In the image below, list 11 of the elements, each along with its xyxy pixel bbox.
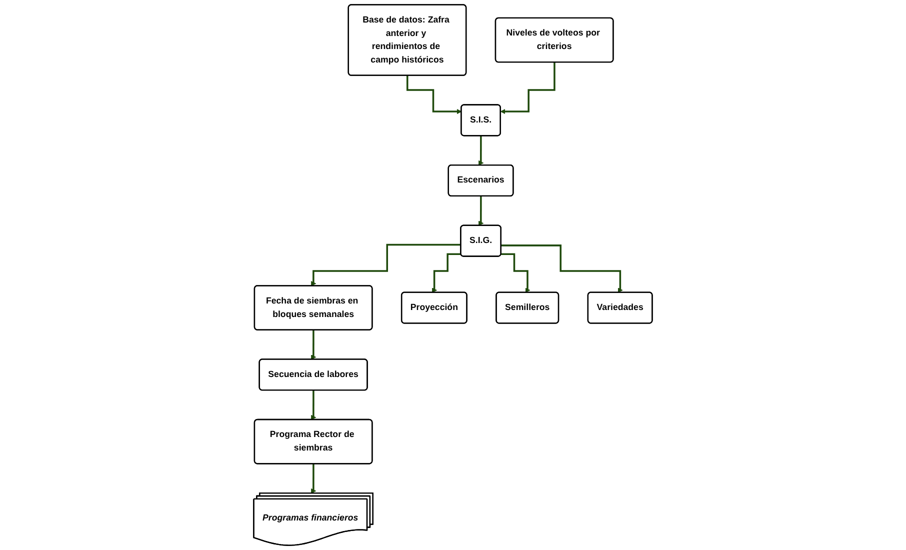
arrow <box>501 253 530 293</box>
arrow <box>478 195 484 226</box>
arrow <box>478 135 484 166</box>
arrow <box>311 390 316 420</box>
arrow <box>406 74 462 114</box>
arrow <box>311 329 316 360</box>
arrow <box>432 253 462 293</box>
arrow <box>501 244 623 293</box>
arrow <box>311 244 461 286</box>
arrow <box>311 463 316 494</box>
arrow <box>500 61 556 114</box>
